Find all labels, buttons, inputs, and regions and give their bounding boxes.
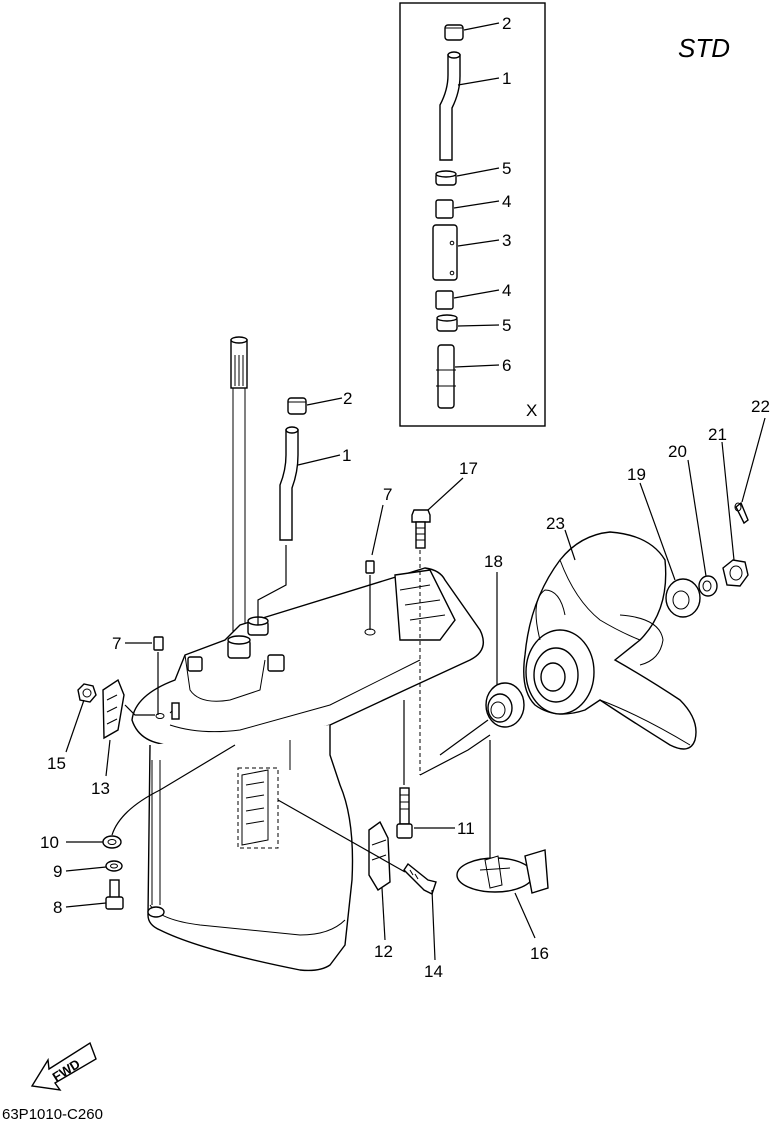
spacer-19	[665, 578, 701, 618]
callout-inset-4b: 4	[502, 281, 511, 300]
dowel-pin-7b	[153, 636, 164, 651]
callout-inset-2: 2	[502, 14, 511, 33]
drive-shaft	[230, 336, 248, 648]
callout-inset-4a: 4	[502, 192, 511, 211]
callout-main-14: 14	[424, 962, 443, 981]
callout-main-21: 21	[708, 425, 727, 444]
callout-inset-6: 6	[502, 356, 511, 375]
diagram-code: 63P1010-C260	[2, 1106, 103, 1122]
callout-inset-5b: 5	[502, 316, 511, 335]
inset-seal-5a	[435, 170, 457, 186]
grommet-2	[287, 397, 307, 415]
inset-bush-4b	[435, 290, 454, 310]
oil-seal-18	[485, 682, 525, 728]
dowel-pin-7a	[365, 560, 375, 574]
inset-corner-label: X	[526, 401, 537, 420]
callout-main-11: 11	[457, 819, 475, 838]
callout-main-15: 15	[47, 754, 66, 773]
cotter-pin-22	[734, 501, 749, 525]
inset-water-tube-1	[439, 54, 461, 161]
bolt-14	[403, 862, 437, 895]
callout-main-16: 16	[530, 944, 549, 963]
propeller-23	[523, 531, 697, 750]
water-tube-1	[279, 426, 299, 541]
callout-inset-3: 3	[502, 231, 511, 250]
bolt-17	[411, 509, 431, 549]
callout-main-18: 18	[484, 552, 503, 571]
propeller-nut-21	[722, 559, 749, 587]
callout-main-8: 8	[53, 898, 62, 917]
callout-inset-1: 1	[502, 69, 511, 88]
inset-bush-4a	[435, 199, 454, 219]
callout-main-12: 12	[374, 942, 393, 961]
lower-case-body	[131, 336, 484, 972]
callout-inset-5a: 5	[502, 159, 511, 178]
trim-tab-16	[456, 849, 549, 894]
callout-main-20: 20	[668, 442, 687, 461]
bolt-11	[396, 787, 413, 839]
fwd-direction-arrow: FWD	[30, 1041, 97, 1091]
inset-seal-5b	[436, 314, 458, 332]
callout-main-1: 1	[342, 446, 351, 465]
callout-main-2: 2	[343, 389, 352, 408]
variant-label: STD	[678, 33, 730, 63]
spring-washer-9	[105, 860, 123, 872]
water-inlet-grille	[237, 767, 279, 849]
callout-main-22: 22	[751, 397, 770, 416]
inset-grommet-2	[444, 24, 464, 41]
washer-20	[698, 575, 718, 597]
callout-main-23: 23	[546, 514, 565, 533]
callout-main-17: 17	[459, 459, 478, 478]
anode-13	[102, 678, 125, 740]
callout-main-13: 13	[91, 779, 110, 798]
bolt-8	[105, 879, 124, 910]
washer-10	[102, 835, 122, 849]
anode-12	[368, 820, 391, 891]
callout-main-10: 10	[40, 833, 59, 852]
inset-pipe-6	[436, 344, 456, 409]
inset-box: 2 1 5 4 3 4 5 6 X	[399, 2, 546, 427]
nut-15	[77, 683, 97, 703]
callout-main-7a: 7	[383, 485, 392, 504]
callout-main-7b: 7	[112, 634, 121, 653]
callout-main-9: 9	[53, 862, 62, 881]
callout-main-19: 19	[627, 465, 646, 484]
inset-tube-3	[432, 224, 458, 281]
